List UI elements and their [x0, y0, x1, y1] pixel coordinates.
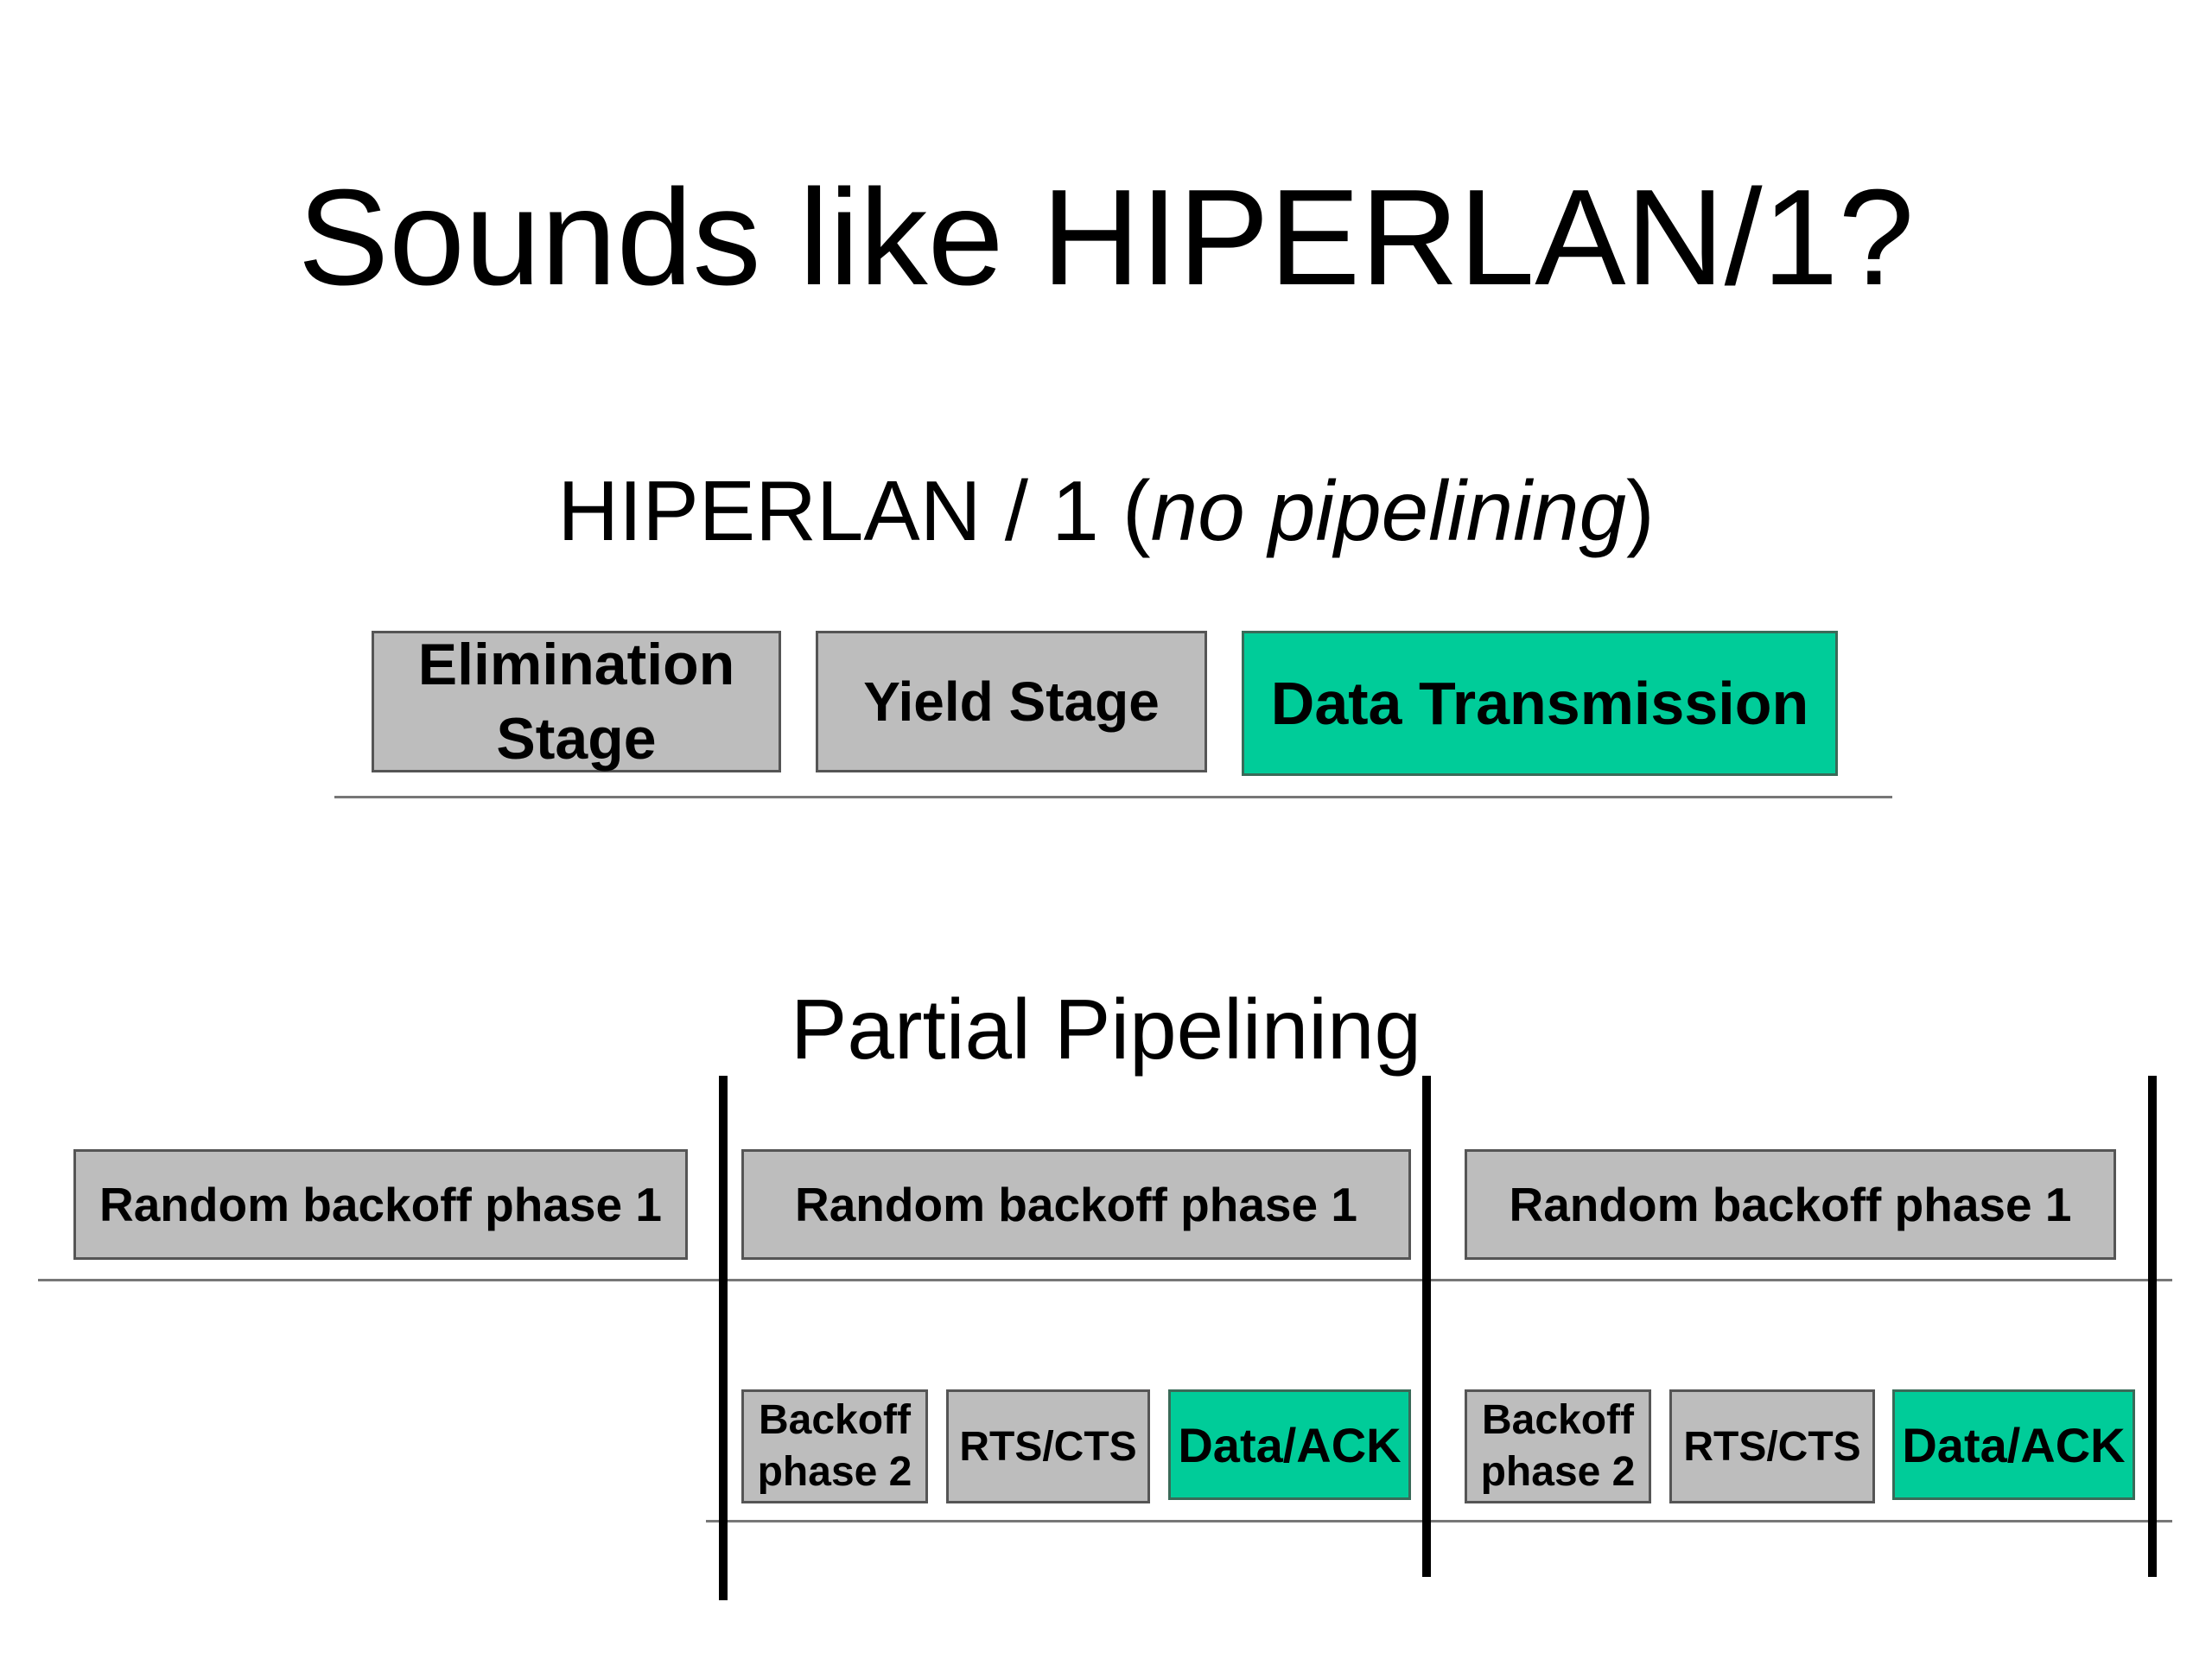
elimination-stage-label: Elimination Stage — [417, 632, 735, 772]
random-backoff-phase1-box-2: Random backoff phase 1 — [741, 1149, 1411, 1260]
section2-timeline-lower — [706, 1520, 2172, 1522]
section2-heading: Partial Pipelining — [791, 982, 1421, 1077]
backoff-phase2-label-2: Backoff phase 2 — [1480, 1397, 1636, 1495]
section1-heading-italic: no pipelining — [1150, 463, 1626, 558]
pipeline-divider-3 — [2148, 1076, 2157, 1577]
backoff-phase2-box-1: Backoff phase 2 — [741, 1389, 928, 1503]
data-transmission-box: Data Transmission — [1242, 631, 1838, 776]
random-backoff-phase1-label-1: Random backoff phase 1 — [99, 1178, 662, 1231]
data-ack-label-2: Data/ACK — [1902, 1417, 2126, 1472]
yield-stage-label: Yield Stage — [863, 671, 1160, 733]
section2-timeline-upper — [38, 1279, 2172, 1281]
pipeline-divider-2 — [1422, 1076, 1431, 1577]
backoff-phase2-label-1: Backoff phase 2 — [757, 1397, 912, 1495]
section1-heading: HIPERLAN / 1 (no pipelining) — [0, 462, 2212, 559]
data-ack-label-1: Data/ACK — [1178, 1417, 1402, 1472]
elimination-stage-box: Elimination Stage — [372, 631, 781, 772]
yield-stage-box: Yield Stage — [816, 631, 1207, 772]
pipeline-divider-1 — [719, 1076, 728, 1600]
rts-cts-label-1: RTS/CTS — [959, 1423, 1137, 1470]
data-transmission-label: Data Transmission — [1270, 670, 1809, 737]
random-backoff-phase1-box-1: Random backoff phase 1 — [73, 1149, 688, 1260]
rts-cts-label-2: RTS/CTS — [1683, 1423, 1861, 1470]
section1-timeline — [334, 796, 1892, 798]
random-backoff-phase1-label-3: Random backoff phase 1 — [1509, 1178, 2072, 1231]
random-backoff-phase1-label-2: Random backoff phase 1 — [795, 1178, 1357, 1231]
data-ack-box-2: Data/ACK — [1892, 1389, 2135, 1500]
rts-cts-box-2: RTS/CTS — [1669, 1389, 1875, 1503]
rts-cts-box-1: RTS/CTS — [946, 1389, 1150, 1503]
backoff-phase2-box-2: Backoff phase 2 — [1465, 1389, 1651, 1503]
section1-heading-end: ) — [1625, 463, 1655, 558]
section1-heading-main: HIPERLAN / 1 ( — [557, 463, 1151, 558]
data-ack-box-1: Data/ACK — [1168, 1389, 1411, 1500]
random-backoff-phase1-box-3: Random backoff phase 1 — [1465, 1149, 2116, 1260]
slide-title: Sounds like HIPERLAN/1? — [297, 162, 1915, 314]
